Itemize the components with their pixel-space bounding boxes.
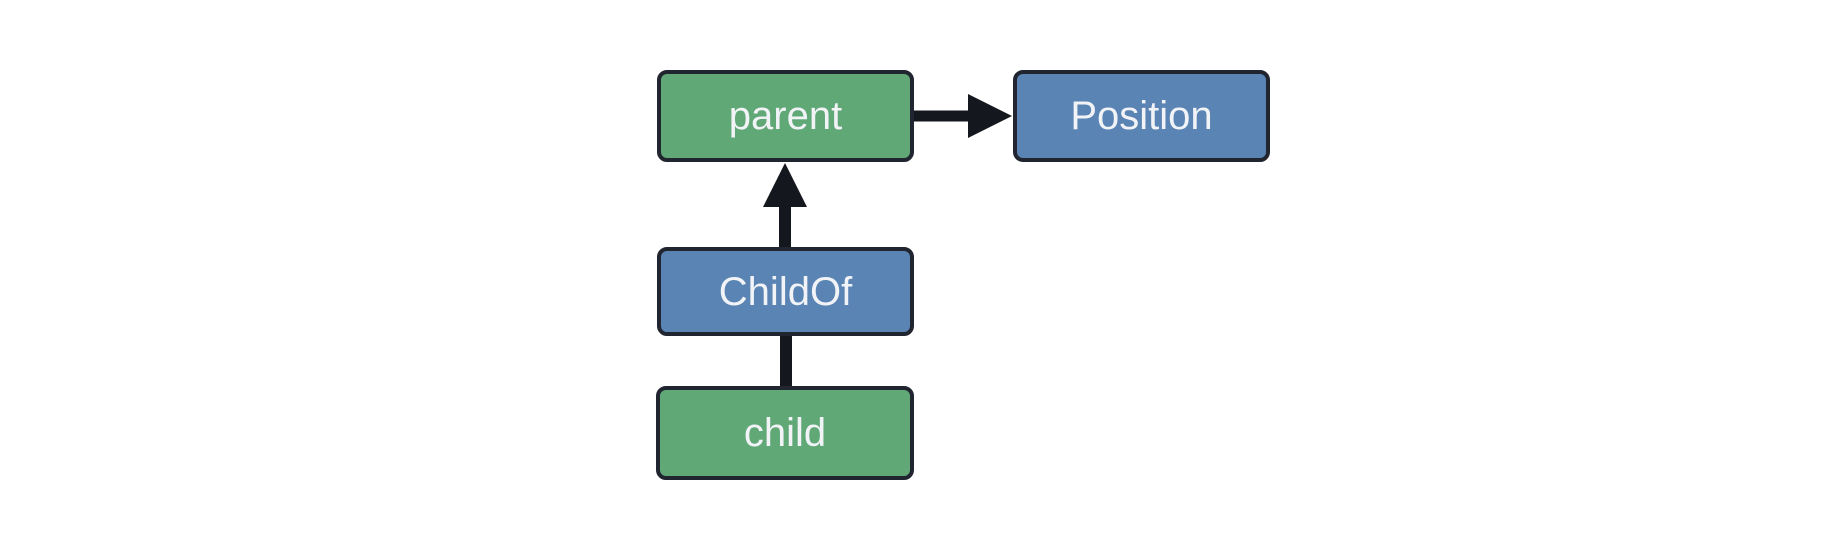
arrowhead-parent-to-position: [968, 94, 1012, 138]
node-position: Position: [1013, 70, 1270, 162]
node-parent-label: parent: [728, 94, 843, 138]
node-child-label: child: [743, 411, 827, 455]
node-childof: ChildOf: [657, 247, 914, 336]
node-position-label: Position: [1070, 94, 1213, 138]
arrowhead-childof-to-parent: [763, 163, 807, 207]
node-childof-label: ChildOf: [718, 269, 853, 314]
node-child: child: [656, 386, 914, 480]
node-parent: parent: [657, 70, 914, 162]
